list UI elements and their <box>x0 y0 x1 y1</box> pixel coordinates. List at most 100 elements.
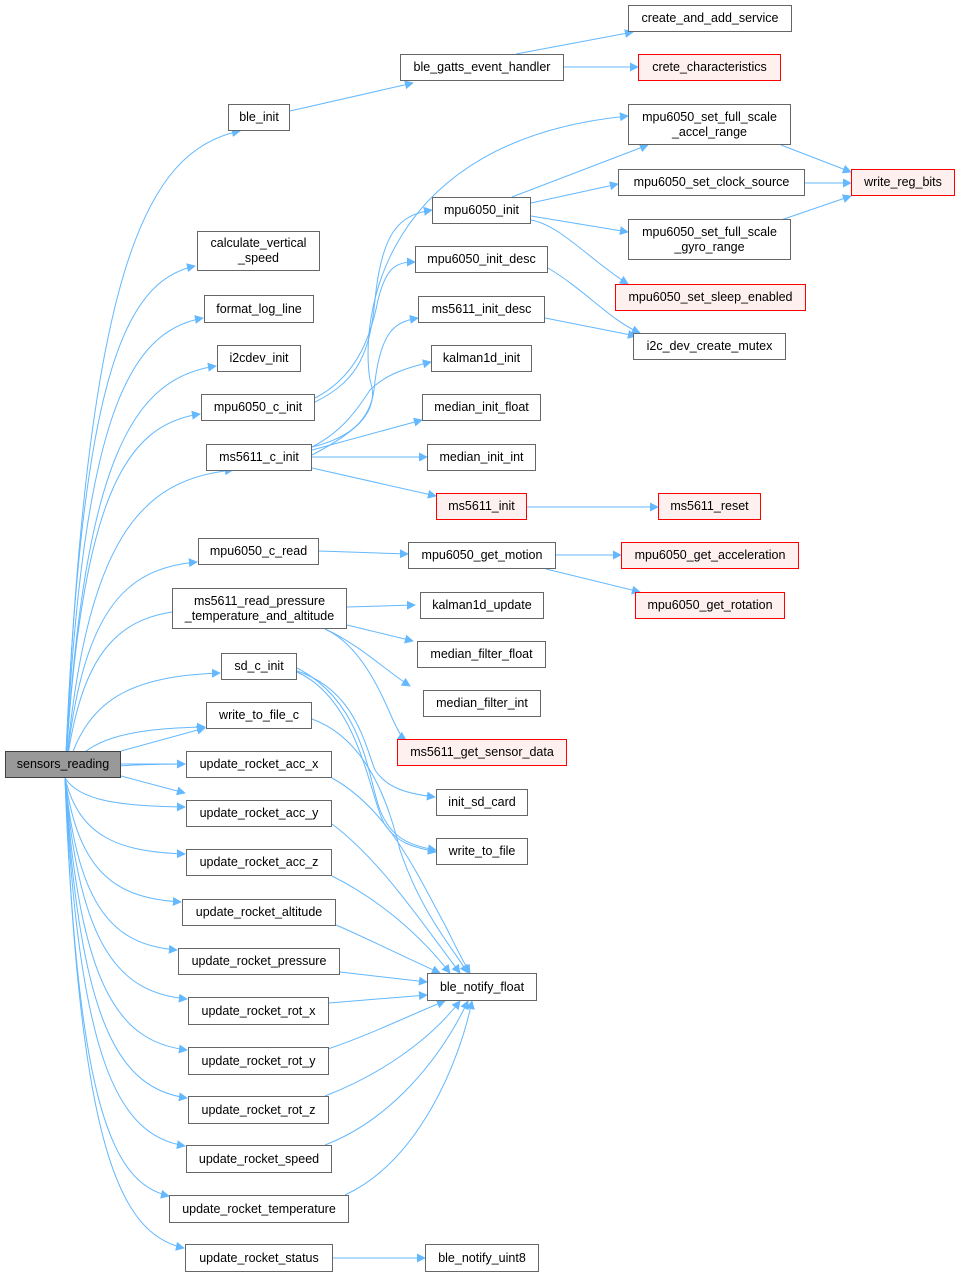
call-edge-sensors-reading <box>64 777 188 1102</box>
call-edge <box>318 549 409 559</box>
node-mpu6050-get-rotation[interactable]: mpu6050_get_rotation <box>635 592 785 619</box>
node-calculate-vertical-speed[interactable]: calculate_vertical _speed <box>197 231 320 271</box>
node-update-rocket-rot-z[interactable]: update_rocket_rot_z <box>188 1096 329 1124</box>
call-edge <box>120 775 186 796</box>
call-edge-sensors-reading <box>64 777 186 859</box>
node-kalman1d-init[interactable]: kalman1d_init <box>431 345 532 372</box>
node-update-rocket-altitude[interactable]: update_rocket_altitude <box>182 899 336 926</box>
node-mpu6050-init[interactable]: mpu6050_init <box>432 197 531 224</box>
node-update-rocket-acc-z[interactable]: update_rocket_acc_z <box>186 849 332 876</box>
node-update-rocket-status[interactable]: update_rocket_status <box>185 1244 333 1272</box>
call-edge-sensors-reading <box>64 606 190 779</box>
node-update-rocket-acc-x[interactable]: update_rocket_acc_x <box>186 751 332 778</box>
node-write-to-file-c[interactable]: write_to_file_c <box>206 702 312 729</box>
node-i2c-dev-create-mutex[interactable]: i2c_dev_create_mutex <box>633 333 786 360</box>
node-mpu6050-c-read[interactable]: mpu6050_c_read <box>198 538 319 565</box>
call-edge <box>311 718 469 974</box>
call-edge <box>780 194 852 221</box>
node-sd-c-init[interactable]: sd_c_init <box>221 653 297 680</box>
call-edge <box>324 1000 461 1097</box>
node-ms5611-get-sensor-data[interactable]: ms5611_get_sensor_data <box>397 739 567 766</box>
call-edge <box>289 80 414 112</box>
call-edge-sensors-reading <box>64 777 186 812</box>
node-ms5611-c-init[interactable]: ms5611_c_init <box>206 444 312 471</box>
node-mpu6050-set-sleep-enabled[interactable]: mpu6050_set_sleep_enabled <box>615 284 806 311</box>
call-edge <box>311 417 423 451</box>
call-edge <box>331 875 451 974</box>
call-edge <box>296 671 437 855</box>
node-median-filter-float[interactable]: median_filter_float <box>417 641 546 668</box>
node-ms5611-init[interactable]: ms5611_init <box>436 493 527 520</box>
call-edge-sensors-reading <box>64 777 178 954</box>
call-edge <box>314 257 416 399</box>
call-edge <box>314 206 433 403</box>
call-edge <box>344 1000 475 1196</box>
node-update-rocket-rot-x[interactable]: update_rocket_rot_x <box>188 997 329 1025</box>
node-mpu6050-get-acceleration[interactable]: mpu6050_get_acceleration <box>621 542 799 569</box>
node-ble-notify-float[interactable]: ble_notify_float <box>427 973 537 1001</box>
call-edge <box>311 314 419 448</box>
call-edge-sensors-reading <box>64 668 221 779</box>
call-edge <box>547 267 641 334</box>
call-edge <box>530 181 619 204</box>
call-edge-sensors-reading <box>64 362 217 779</box>
node-write-reg-bits[interactable]: write_reg_bits <box>851 169 955 196</box>
node-sensors-reading: sensors_reading <box>5 751 121 778</box>
node-update-rocket-acc-y[interactable]: update_rocket_acc_y <box>186 800 332 827</box>
call-edge <box>530 219 629 285</box>
call-edge <box>296 670 436 801</box>
node-mpu6050-get-motion[interactable]: mpu6050_get_motion <box>408 542 556 569</box>
call-edge <box>515 29 634 55</box>
node-ms5611-read-pressure-temperature-and-altitude[interactable]: ms5611_read_pressure _temperature_and_al… <box>172 588 347 629</box>
node-ble-gatts-event-handler[interactable]: ble_gatts_event_handler <box>400 54 564 81</box>
node-median-init-int[interactable]: median_init_int <box>427 444 536 471</box>
call-edge <box>331 777 471 974</box>
call-edge <box>311 359 432 448</box>
node-ms5611-reset[interactable]: ms5611_reset <box>658 493 761 520</box>
node-mpu6050-c-init[interactable]: mpu6050_c_init <box>201 394 315 421</box>
call-edge <box>324 628 407 741</box>
node-i2cdev-init[interactable]: i2cdev_init <box>217 345 301 372</box>
call-edge <box>346 600 416 610</box>
call-edge <box>328 991 428 1004</box>
call-edge-sensors-reading <box>64 777 182 907</box>
call-edge <box>331 823 461 974</box>
call-edge-sensors-reading <box>64 410 201 779</box>
node-update-rocket-rot-y[interactable]: update_rocket_rot_y <box>188 1047 329 1075</box>
call-edge <box>324 1000 469 1146</box>
node-update-rocket-speed[interactable]: update_rocket_speed <box>186 1145 332 1173</box>
node-mpu6050-init-desc[interactable]: mpu6050_init_desc <box>415 246 548 273</box>
call-edge-sensors-reading <box>64 777 185 1251</box>
node-mpu6050-set-full-scale-accel-range[interactable]: mpu6050_set_full_scale _accel_range <box>628 104 791 145</box>
call-edge-sensors-reading <box>64 128 241 779</box>
node-update-rocket-temperature[interactable]: update_rocket_temperature <box>169 1195 349 1223</box>
call-edge-sensors-reading <box>64 558 198 779</box>
call-edge-sensors-reading <box>64 777 170 1199</box>
call-edge-sensors-reading <box>64 315 204 779</box>
node-median-filter-int[interactable]: median_filter_int <box>423 690 541 717</box>
call-edge <box>511 143 649 198</box>
node-format-log-line[interactable]: format_log_line <box>204 295 314 323</box>
call-edge <box>324 628 411 687</box>
node-kalman1d-update[interactable]: kalman1d_update <box>420 592 544 619</box>
call-edge-sensors-reading <box>64 263 196 779</box>
call-edge <box>780 144 852 174</box>
call-edge <box>120 725 206 752</box>
node-init-sd-card[interactable]: init_sd_card <box>436 789 528 816</box>
node-ble-init[interactable]: ble_init <box>228 104 290 131</box>
node-mpu6050-set-clock-source[interactable]: mpu6050_set_clock_source <box>618 169 805 196</box>
node-ble-notify-uint8[interactable]: ble_notify_uint8 <box>425 1244 539 1272</box>
node-write-to-file[interactable]: write_to_file <box>436 838 528 865</box>
node-ms5611-init-desc[interactable]: ms5611_init_desc <box>418 296 545 323</box>
node-create-and-add-service[interactable]: create_and_add_service <box>628 5 792 32</box>
node-median-init-float[interactable]: median_init_float <box>422 394 541 421</box>
call-edge <box>311 467 437 499</box>
node-crete-characteristics[interactable]: crete_characteristics <box>638 54 781 81</box>
call-edge <box>545 568 641 595</box>
node-update-rocket-pressure[interactable]: update_rocket_pressure <box>178 948 340 975</box>
node-mpu6050-set-full-scale-gyro-range[interactable]: mpu6050_set_full_scale _gyro_range <box>628 219 791 260</box>
call-edge <box>339 971 428 986</box>
call-edge-sensors-reading <box>64 777 188 1003</box>
